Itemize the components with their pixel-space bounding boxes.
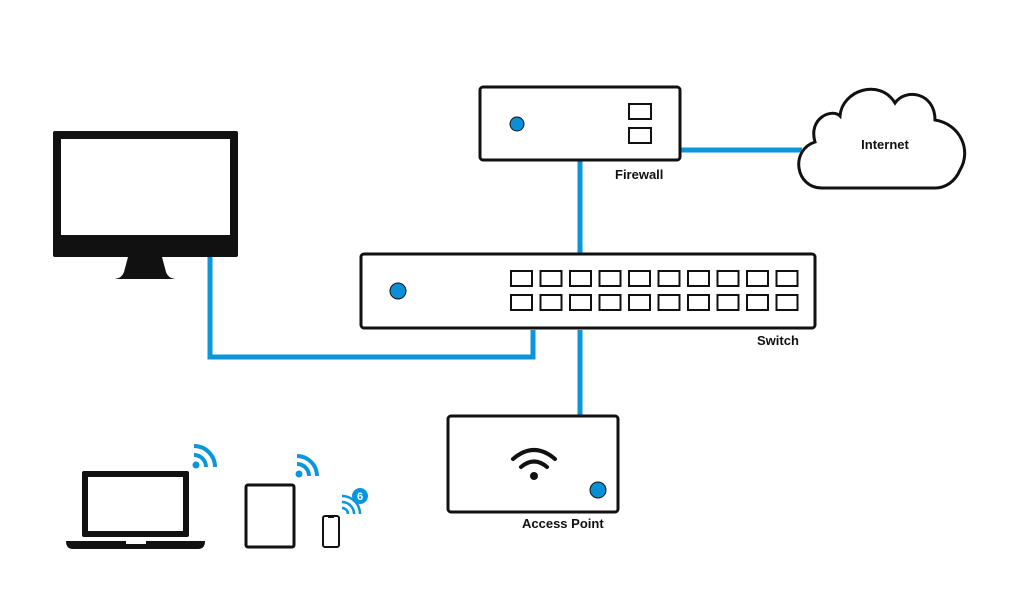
- switch-port: [657, 270, 681, 287]
- switch-port: [775, 270, 799, 287]
- switch-port: [687, 294, 710, 311]
- switch-port: [598, 270, 622, 287]
- laptop-wifi-icon: [192, 444, 217, 469]
- switch-port: [746, 294, 769, 311]
- switch-port: [539, 270, 563, 287]
- switch-node[interactable]: Switch: [359, 252, 817, 348]
- desktop-monitor-icon[interactable]: [53, 131, 238, 279]
- tablet-icon[interactable]: [244, 483, 296, 549]
- phone-icon[interactable]: [322, 515, 340, 548]
- switch-port: [746, 270, 769, 287]
- access-point-node[interactable]: Access Point: [446, 414, 620, 531]
- switch-port: [510, 294, 533, 311]
- wifi-6-badge-text: 6: [357, 491, 363, 503]
- access-point-box: [446, 414, 620, 514]
- internet-node[interactable]: Internet: [797, 87, 967, 190]
- firewall-node[interactable]: Firewall: [478, 85, 682, 182]
- switch-port: [628, 270, 651, 287]
- internet-label: Internet: [861, 137, 909, 152]
- switch-port: [569, 294, 592, 311]
- switch-led-icon: [389, 282, 407, 300]
- access-point-label: Access Point: [522, 516, 604, 531]
- switch-label: Switch: [757, 333, 799, 348]
- switch-box: [359, 252, 817, 330]
- laptop-icon[interactable]: [66, 471, 205, 549]
- firewall-port: [628, 127, 652, 144]
- wifi-6-badge-icon: 6: [341, 488, 368, 515]
- switch-port: [716, 270, 740, 287]
- switch-ports: [510, 270, 799, 311]
- tablet-wifi-icon: [295, 454, 319, 478]
- switch-port: [628, 294, 651, 311]
- wifi-icon: [511, 448, 557, 480]
- link-switch-desktop: [207, 257, 536, 360]
- switch-port: [569, 270, 592, 287]
- access-point-led-icon: [589, 481, 607, 499]
- switch-port: [775, 294, 799, 311]
- cloud-icon: [797, 87, 967, 190]
- switch-port: [657, 294, 681, 311]
- firewall-label: Firewall: [615, 167, 663, 182]
- switch-port: [716, 294, 740, 311]
- firewall-led-icon: [509, 116, 525, 132]
- firewall-port: [628, 103, 652, 120]
- switch-port: [510, 270, 533, 287]
- switch-port: [598, 294, 622, 311]
- switch-port: [539, 294, 563, 311]
- switch-port: [687, 270, 710, 287]
